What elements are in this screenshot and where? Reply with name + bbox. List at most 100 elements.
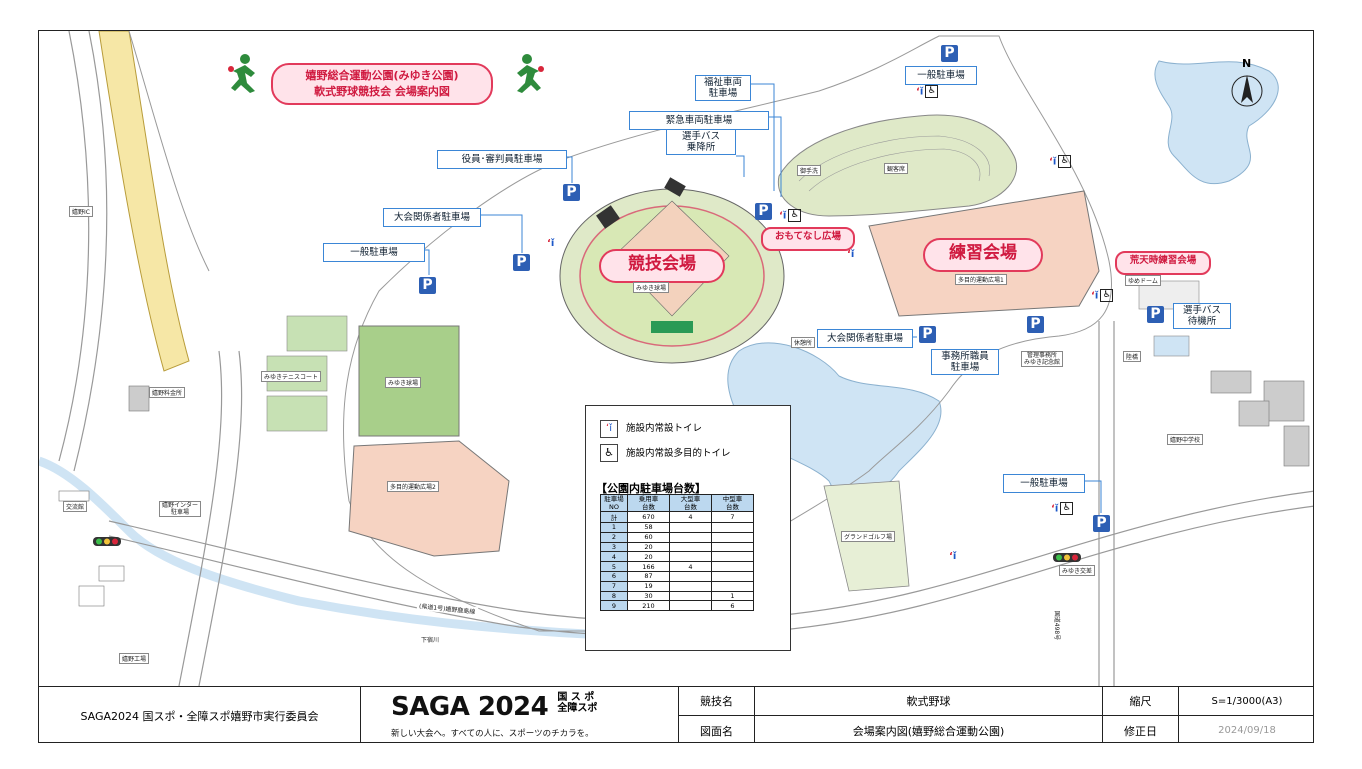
parking-table-cell [711,580,754,592]
parking-icon-1: P [941,45,958,62]
parking-table-cell [669,570,712,582]
parking-table-header-cell: 大型車 台数 [669,494,712,512]
saga-logo: SAGA 2024 国 ス ポ 全障スポ [391,692,597,722]
value-col-1: 軟式野球 会場案内図(嬉野総合運動公園) [755,687,1103,742]
logo-side-2: 全障スポ [557,703,598,714]
revised-value: 2024/09/18 [1218,725,1276,736]
parking-table-cell [711,541,754,553]
pitcher-icon-left [225,53,261,93]
label-ureshino-ic: 嬉野IC [69,206,93,217]
label-mini-field: みゆき球場 [385,377,422,388]
parking-table-cell: 30 [627,590,670,602]
logo-side-1: 国 ス ポ [557,692,595,703]
event-value: 軟式野球 [755,687,1102,716]
title-line-2: 軟式野球競技会 会場案内図 [314,85,450,98]
parking-table-cell [669,600,712,612]
parking-table-cell [711,531,754,543]
toilet-marker-6: ʻǐ [547,238,555,249]
parking-table-cell: 670 [627,511,670,523]
callout-general-parking-bottom: 一般駐車場 [1003,474,1085,493]
practice-venue-label: 練習会場 [923,238,1043,272]
parking-table-cell [669,590,712,602]
label-multi2: 多目的運動広場2 [387,481,439,492]
parking-table-cell [711,561,754,572]
parking-table-cell: 4 [669,561,712,572]
label-sports-office: 管理事務所みゆき記念館 [1021,351,1064,367]
parking-icon-2: P [563,184,580,201]
label-ic-parking: 嬉野インター駐車場 [159,501,202,517]
parking-icon-6: P [919,326,936,343]
parking-table-cell [669,580,712,592]
parking-table-cell: 1 [600,522,628,533]
label-route2: 国道498号 [1053,608,1063,643]
label-shimojuku: 下宿川 [419,635,442,644]
parking-table-cell: 166 [627,561,670,572]
drawing-value: 会場案内図(嬉野総合運動公園) [852,724,1005,738]
parking-table-cell: 19 [627,580,670,592]
parking-icon-8: P [1147,306,1164,323]
label-multi1: 多目的運動広場1 [955,274,1007,285]
parking-table-cell: 20 [627,551,670,563]
pitcher-icon-right [511,53,547,93]
scale-value: S=1/3000(A3) [1179,687,1313,716]
park-map [39,31,1313,686]
parking-table-cell: 6 [711,600,754,612]
parking-table-cell [711,570,754,582]
parking-table-cell: 58 [627,522,670,533]
label-drawing: 図面名 [700,724,733,738]
parking-table-cell [669,551,712,563]
parking-table-header-cell: 中型車 台数 [711,494,754,512]
parking-table-cell: 2 [600,531,628,543]
rain-practice-label: 荒天時練習会場 [1115,251,1211,275]
north-label: N [1242,57,1252,70]
value-col-2: S=1/3000(A3) 2024/09/18 [1179,687,1313,742]
parking-icon-5: P [755,203,772,220]
label-jinja: 御手洗 [797,165,822,176]
parking-table-cell: 5 [600,561,628,572]
slogan: 新しい大会へ。すべての人に、スポーツのチカラを。 [391,729,594,739]
callout-emergency-parking: 緊急車両駐車場 [629,111,769,130]
stadium-scoreboard [651,321,693,333]
parking-table-cell: 8 [600,590,628,602]
parking-table-cell: 計 [600,511,628,523]
label-kyujo: みゆき球場 [633,282,670,293]
callout-officials-parking: 役員･審判員駐車場 [437,150,567,169]
label-ureshino-jhs: 嬉野中学校 [1167,434,1204,445]
map-sheet: 嬉野総合運動公園(みゆき公園) 軟式野球競技会 会場案内図 N 競技会場 練習会… [38,30,1314,743]
parking-table-cell [669,531,712,543]
parking-icon-4: P [419,277,436,294]
parking-table-cell: 87 [627,570,670,582]
parking-table-cell: 1 [711,590,754,602]
parking-table-cell: 3 [600,541,628,553]
parking-table-cell [711,522,754,533]
parking-table-cell: 6 [600,570,628,582]
north-arrow: N [1227,57,1267,111]
label-rest: 休憩所 [791,337,816,348]
toilet-marker-4: ʻǐ♿ [1091,289,1114,303]
omotenashi-label: おもてなし広場 [761,227,855,251]
label-miyuki-intersection: みゆき交差 [1059,565,1096,576]
label-ground-golf: グランドゴルフ場 [841,531,896,542]
callout-office-staff-parking: 事務所職員駐車場 [931,349,999,375]
label-scale: 縮尺 [1103,687,1178,716]
label-tennis: みゆきテニスコート [261,371,322,382]
callout-staff-parking-right: 大会関係者駐車場 [817,329,913,348]
parking-table-cell [669,541,712,553]
parking-table-cell: 4 [600,551,628,563]
label-col-2: 縮尺 修正日 [1103,687,1179,742]
toilet-marker-3: ʻǐ♿ [779,209,802,223]
callout-welfare-parking: 福祉車両駐車場 [695,75,751,101]
